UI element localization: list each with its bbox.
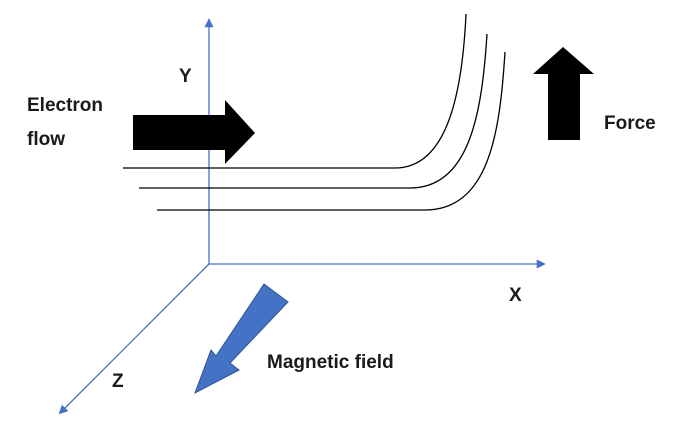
x-axis-label: X bbox=[509, 285, 522, 306]
electron-flow-label-line2: flow bbox=[27, 129, 65, 150]
electron-flow-label-line1: Electron bbox=[27, 95, 104, 116]
z-axis bbox=[58, 263, 210, 415]
up-arrow-icon bbox=[533, 47, 594, 140]
down-left-arrow-icon bbox=[194, 283, 289, 395]
magnetic-field-label: Magnetic field bbox=[267, 352, 394, 373]
force-label: Force bbox=[604, 113, 656, 134]
electron-path-1 bbox=[123, 13, 467, 169]
electron-path-3 bbox=[157, 51, 506, 211]
electron-path-2 bbox=[139, 33, 488, 189]
z-axis-label: Z bbox=[112, 371, 124, 392]
y-axis-label: Y bbox=[179, 66, 192, 87]
right-arrow-icon bbox=[133, 100, 255, 164]
